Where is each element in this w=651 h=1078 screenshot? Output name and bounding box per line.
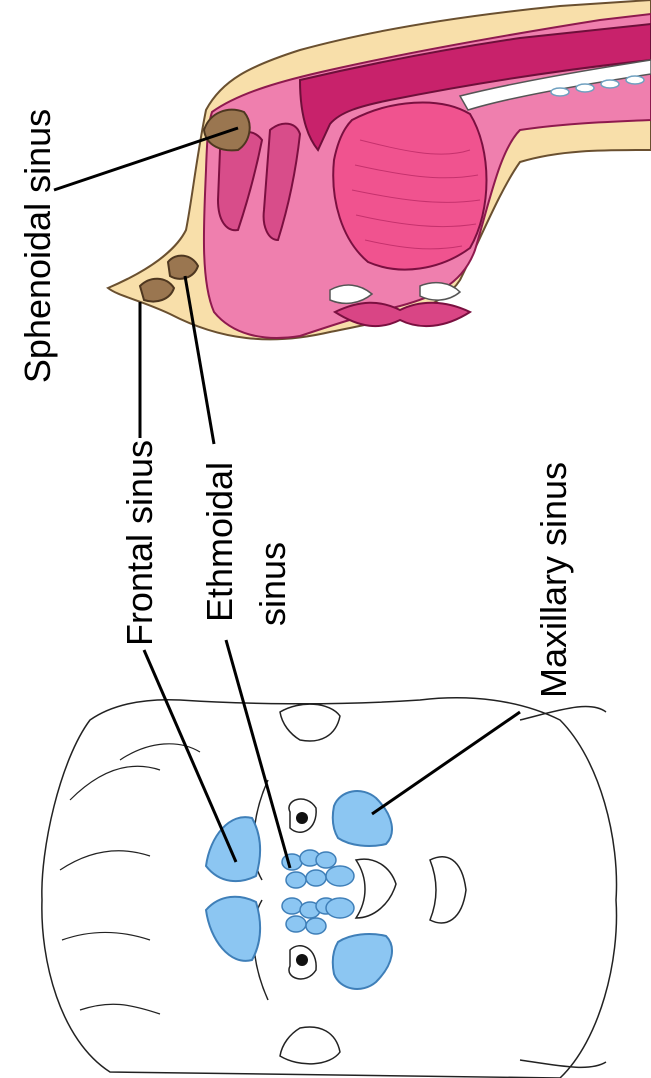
- label-sphenoidal-sinus: Sphenoidal sinus: [17, 109, 58, 383]
- front-head: [42, 698, 617, 1078]
- label-ethmoidal-line1: Ethmoidal: [199, 462, 240, 622]
- label-ethmoidal-line2: sinus: [252, 542, 293, 626]
- label-frontal-sinus: Frontal sinus: [119, 440, 160, 646]
- sagittal-section: [108, 0, 651, 339]
- tongue: [333, 103, 486, 270]
- label-maxillary-sinus: Maxillary sinus: [533, 462, 574, 698]
